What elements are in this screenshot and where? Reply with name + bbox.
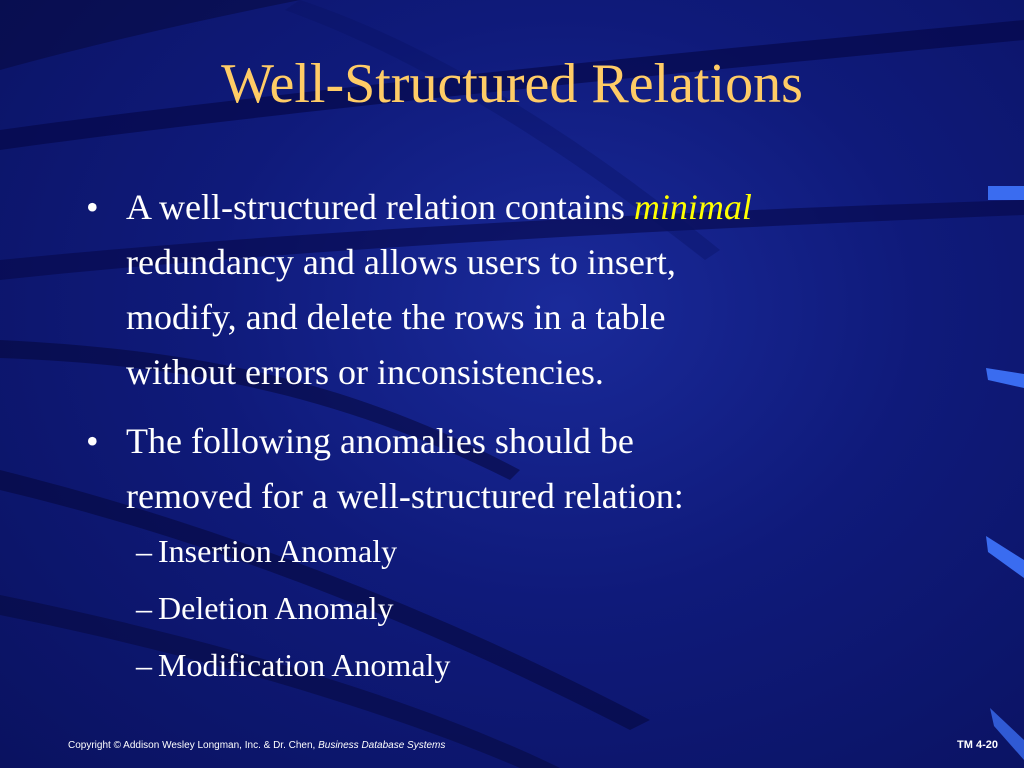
- bullet-line: redundancy and allows users to insert,: [126, 242, 676, 282]
- bullet-text: A well-structured relation contains: [126, 187, 634, 227]
- emphasis-text: minimal: [633, 187, 752, 227]
- bullet-item: • The following anomalies should be remo…: [86, 414, 946, 524]
- accent-mark: [986, 368, 1024, 388]
- copyright-footer: Copyright © Addison Wesley Longman, Inc.…: [68, 740, 445, 751]
- bullet-line: The following anomalies should be: [126, 421, 634, 461]
- bullet-item: • A well-structured relation contains mi…: [86, 180, 946, 400]
- dash-marker: –: [136, 647, 152, 683]
- book-title: Business Database Systems: [318, 740, 446, 751]
- bullet-marker: •: [86, 187, 99, 227]
- slide-number: TM 4-20: [957, 739, 998, 751]
- sub-bullet-text: Deletion Anomaly: [158, 590, 394, 626]
- accent-mark: [990, 708, 1024, 760]
- bullet-line: removed for a well-structured relation:: [126, 476, 684, 516]
- slide-title: Well-Structured Relations: [221, 53, 803, 115]
- dash-marker: –: [136, 590, 152, 626]
- bullet-line: A well-structured relation contains mini…: [126, 180, 946, 235]
- copyright-text: Copyright © Addison Wesley Longman, Inc.…: [68, 740, 319, 751]
- sub-bullet-text: Modification Anomaly: [158, 647, 451, 683]
- bullet-line: without errors or inconsistencies.: [126, 352, 604, 392]
- sub-bullet-item: –Modification Anomaly: [136, 645, 450, 685]
- sub-bullet-text: Insertion Anomaly: [158, 533, 398, 569]
- bullet-list: • A well-structured relation contains mi…: [86, 180, 946, 538]
- bullet-marker: •: [86, 421, 99, 461]
- accent-mark: [986, 536, 1024, 578]
- accent-mark: [988, 186, 1024, 200]
- sub-bullet-item: –Insertion Anomaly: [136, 531, 397, 571]
- bullet-line: modify, and delete the rows in a table: [126, 297, 666, 337]
- sub-bullet-item: –Deletion Anomaly: [136, 588, 394, 628]
- dash-marker: –: [136, 533, 152, 569]
